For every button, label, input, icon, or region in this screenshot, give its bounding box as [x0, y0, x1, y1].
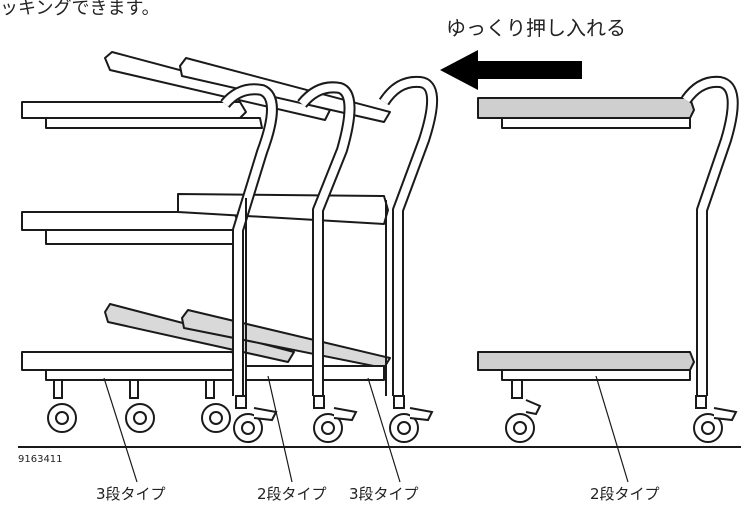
caster-wheel-icon [125, 379, 155, 433]
arrow-left-icon [440, 50, 582, 90]
figure-id: 9163411 [18, 454, 63, 465]
handle-frame-1-inner [221, 85, 276, 396]
shelf-top-b [45, 117, 263, 129]
caster-wheel-icon [201, 379, 231, 433]
shelf-top-a [21, 101, 247, 119]
right-handle-frame-inner [682, 77, 737, 396]
shelf-bottom-b [45, 369, 237, 381]
tilted-shelf-top-2 [179, 57, 391, 123]
shelf-bottom-a [21, 351, 239, 371]
stacked-carts [21, 51, 439, 396]
arrow-label: ゆっくり押し入れる [446, 16, 626, 40]
caster-wheel-icon [233, 395, 278, 443]
callout-label-two-tier-middle: 2段タイプ [257, 485, 327, 503]
right-shelf-bottom-lower [501, 369, 691, 381]
shelf-mid-a [21, 211, 239, 231]
caster-wheel-icon [505, 379, 542, 443]
caster-group-right [505, 379, 738, 443]
leader-two-tier-middle [267, 375, 293, 483]
single-cart [477, 75, 739, 396]
caster-wheel-icon [47, 379, 77, 433]
caster-wheel-icon [313, 395, 358, 443]
shelf-mid-b [45, 229, 241, 245]
leader-two-tier-right [595, 375, 629, 483]
callout-label-three-tier-middle: 3段タイプ [349, 485, 419, 503]
right-shelf-bottom [477, 351, 695, 371]
caster-group-left [47, 379, 434, 443]
right-shelf-top [477, 97, 695, 119]
leader-three-tier-middle [367, 377, 401, 483]
handle-frame-2-inner [298, 83, 354, 396]
caster-wheel-icon [389, 395, 434, 443]
handle-frame-3-inner [380, 77, 437, 396]
right-shelf-top-lower [501, 117, 691, 129]
callout-label-three-tier-left: 3段タイプ [96, 485, 166, 503]
caster-wheel-icon [693, 395, 738, 443]
leader-three-tier-left [103, 377, 138, 483]
header-text: ッキングできます。 [0, 0, 160, 19]
callout-leaders [103, 375, 629, 483]
callout-label-two-tier-right: 2段タイプ [590, 485, 660, 503]
